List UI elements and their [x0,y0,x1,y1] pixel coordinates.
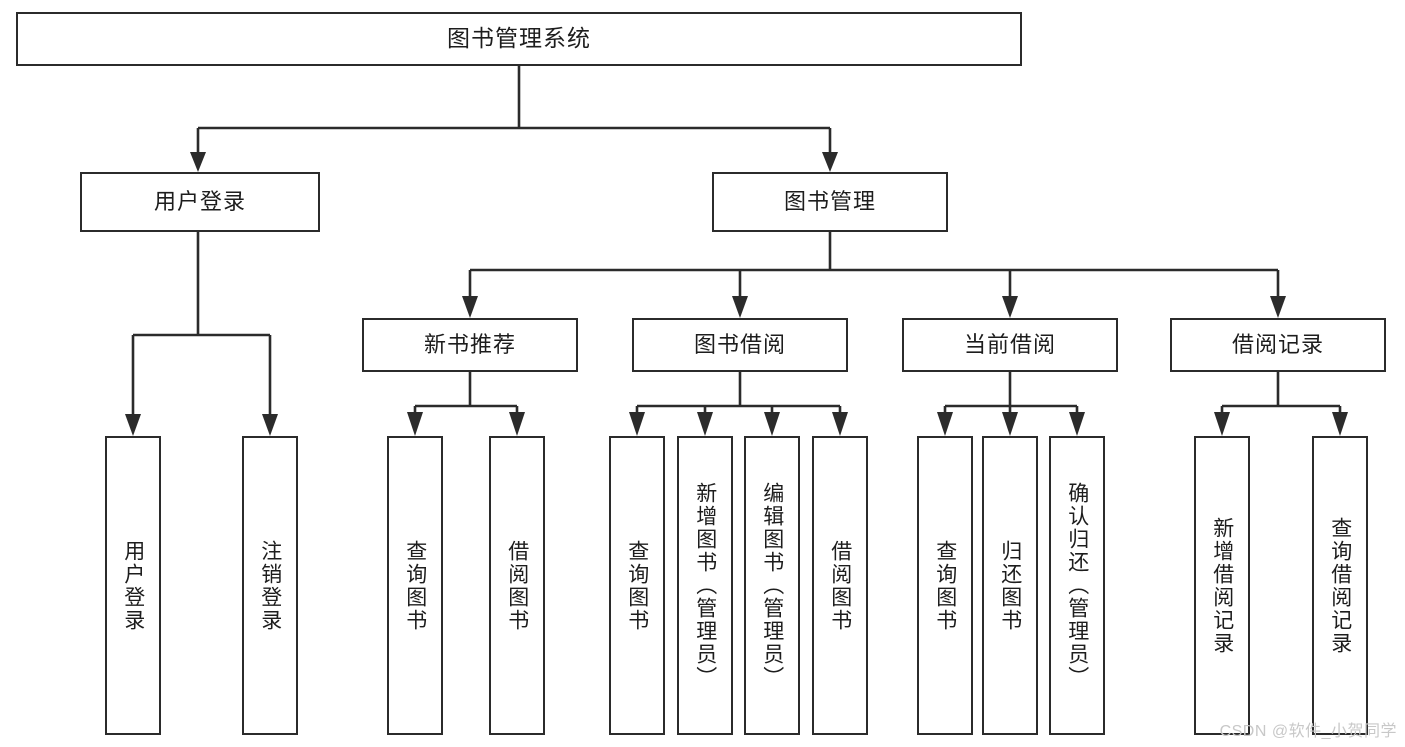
leaf-borrow-book[interactable]: 借阅图书 [812,436,868,735]
arrowhead-book-manage [822,152,838,172]
arrowhead-borrow-record [1270,296,1286,318]
node-user-login[interactable]: 用户登录 [80,172,320,232]
leaf-confirm-return-admin-label: 确认归还（管理员） [1065,482,1089,689]
leaf-confirm-return-admin[interactable]: 确认归还（管理员） [1049,436,1105,735]
arrowhead-leaf-query-book-2 [629,412,645,436]
leaf-logout[interactable]: 注销登录 [242,436,298,735]
node-book-management-label: 图书管理 [783,188,876,214]
node-new-book-recommend-label: 新书推荐 [423,331,516,357]
arrowhead-leaf-add-record [1214,412,1230,436]
leaf-query-borrow-record[interactable]: 查询借阅记录 [1312,436,1368,735]
arrowhead-book-borrow [732,296,748,318]
node-root-system-label: 图书管理系统 [447,25,591,52]
leaf-query-book-recommend[interactable]: 查询图书 [387,436,443,735]
leaf-return-book[interactable]: 归还图书 [982,436,1038,735]
node-root-system[interactable]: 图书管理系统 [16,12,1022,66]
node-borrow-record-label: 借阅记录 [1231,331,1324,357]
leaf-add-book-admin-label: 新增图书（管理员） [693,482,717,689]
leaf-edit-book-admin-label: 编辑图书（管理员） [760,482,784,689]
node-current-borrow[interactable]: 当前借阅 [902,318,1118,372]
arrowhead-new-book [462,296,478,318]
arrowhead-user-login [190,152,206,172]
arrowhead-leaf-query-record [1332,412,1348,436]
leaf-query-book-current[interactable]: 查询图书 [917,436,973,735]
arrowhead-leaf-confirm-return [1069,412,1085,436]
arrowhead-current-borrow [1002,296,1018,318]
arrowhead-leaf-borrow-book-2 [832,412,848,436]
leaf-add-borrow-record[interactable]: 新增借阅记录 [1194,436,1250,735]
arrowhead-leaf-query-book-1 [407,412,423,436]
leaf-logout-label: 注销登录 [258,539,282,632]
arrowhead-leaf-user-login [125,414,141,436]
leaf-return-book-label: 归还图书 [998,539,1022,632]
node-book-borrow[interactable]: 图书借阅 [632,318,848,372]
arrowhead-leaf-edit-book [764,412,780,436]
leaf-add-book-admin[interactable]: 新增图书（管理员） [677,436,733,735]
node-user-login-label: 用户登录 [153,188,246,214]
leaf-add-borrow-record-label: 新增借阅记录 [1210,516,1234,655]
leaf-borrow-book-recommend[interactable]: 借阅图书 [489,436,545,735]
leaf-borrow-book-recommend-label: 借阅图书 [505,539,529,632]
leaf-edit-book-admin[interactable]: 编辑图书（管理员） [744,436,800,735]
leaf-query-book-recommend-label: 查询图书 [403,539,427,632]
node-current-borrow-label: 当前借阅 [963,331,1056,357]
arrowhead-leaf-return-book [1002,412,1018,436]
leaf-query-borrow-record-label: 查询借阅记录 [1328,516,1352,655]
node-book-borrow-label: 图书借阅 [693,331,786,357]
node-book-management[interactable]: 图书管理 [712,172,948,232]
node-borrow-record[interactable]: 借阅记录 [1170,318,1386,372]
node-new-book-recommend[interactable]: 新书推荐 [362,318,578,372]
arrowhead-leaf-logout [262,414,278,436]
leaf-query-book-current-label: 查询图书 [933,539,957,632]
leaf-user-login-label: 用户登录 [121,539,145,632]
arrowhead-leaf-borrow-book-1 [509,412,525,436]
leaf-query-book-borrow[interactable]: 查询图书 [609,436,665,735]
leaf-user-login[interactable]: 用户登录 [105,436,161,735]
leaf-query-book-borrow-label: 查询图书 [625,539,649,632]
leaf-borrow-book-label: 借阅图书 [828,539,852,632]
arrowhead-leaf-add-book [697,412,713,436]
arrowhead-leaf-query-book-3 [937,412,953,436]
